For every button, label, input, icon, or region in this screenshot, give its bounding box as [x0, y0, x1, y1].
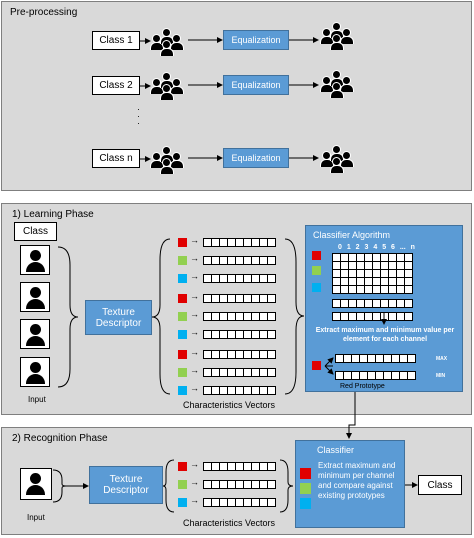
feature-vector — [332, 253, 413, 262]
input-label: Input — [28, 395, 46, 404]
person-icon — [20, 319, 50, 349]
arrow-icon: → — [190, 347, 199, 357]
red-channel-square — [178, 462, 187, 471]
green-channel-square — [312, 266, 321, 275]
arrow-icon: → — [190, 477, 199, 487]
blue-channel-square — [178, 274, 187, 283]
column-indices: 0 1 2 3 4 5 6 ... n — [338, 244, 415, 251]
red-channel-square — [178, 294, 187, 303]
blue-channel-square — [178, 386, 187, 395]
feature-vector — [203, 498, 276, 507]
equalization-box-1: Equalization — [223, 30, 289, 50]
blue-channel-square — [178, 498, 187, 507]
green-channel-square — [178, 480, 187, 489]
green-channel-square — [178, 368, 187, 377]
people-group-icon — [320, 68, 356, 98]
arrow-icon: → — [190, 291, 199, 301]
classifier-algorithm-box — [305, 225, 463, 392]
arrow-icon: → — [190, 365, 199, 375]
feature-vector — [203, 350, 276, 359]
class-2-label: Class 2 — [92, 76, 140, 95]
person-icon — [20, 282, 50, 312]
red-prototype-label: Red Prototype — [340, 383, 385, 390]
arrow-icon: → — [190, 327, 199, 337]
arrow-icon: → — [190, 383, 199, 393]
arrow-icon: → — [190, 271, 199, 281]
feature-vector — [332, 285, 413, 294]
classifier-box — [295, 440, 405, 528]
max-vector — [335, 354, 416, 363]
extract-maxmin-text: Extract maximum and minimum value per el… — [315, 327, 455, 343]
green-channel-square — [178, 256, 187, 265]
person-icon — [20, 468, 52, 500]
green-channel-square — [300, 483, 311, 494]
feature-vector — [203, 480, 276, 489]
recognition-texture-descriptor-box: Texture Descriptor — [89, 466, 163, 504]
ellipsis-dots: ··· — [137, 104, 140, 128]
max-label: MAX — [436, 356, 448, 362]
output-class-label: Class — [418, 475, 462, 495]
arrow-icon: → — [190, 495, 199, 505]
equalization-box-2: Equalization — [223, 75, 289, 95]
arrow-icon: → — [190, 459, 199, 469]
recognition-input-label: Input — [27, 513, 45, 522]
texture-descriptor-box: Texture Descriptor — [85, 300, 152, 335]
recognition-phase-title: 2) Recognition Phase — [12, 433, 108, 444]
characteristics-vectors-label: Characteristics Vectors — [183, 400, 276, 410]
green-channel-square — [178, 312, 187, 321]
min-vector — [335, 371, 416, 380]
feature-vector — [203, 462, 276, 471]
classifier-algorithm-title: Classifier Algorithm — [313, 230, 391, 240]
feature-vector — [203, 256, 276, 265]
people-group-icon — [320, 143, 356, 173]
feature-vector — [332, 269, 413, 278]
feature-vector — [203, 294, 276, 303]
person-icon — [20, 245, 50, 275]
classifier-title: Classifier — [317, 445, 355, 455]
blue-channel-square — [300, 498, 311, 509]
feature-vector — [203, 386, 276, 395]
person-icon — [20, 357, 50, 387]
feature-vector — [332, 277, 413, 286]
learning-phase-title: 1) Learning Phase — [12, 209, 94, 220]
people-group-icon — [320, 20, 356, 50]
class-n-label: Class n — [92, 149, 140, 168]
red-channel-square — [178, 238, 187, 247]
blue-channel-square — [178, 330, 187, 339]
min-label: MIN — [436, 373, 446, 379]
people-group-icon — [150, 70, 186, 100]
arrow-icon: → — [190, 235, 199, 245]
feature-vector — [203, 274, 276, 283]
feature-vector — [203, 330, 276, 339]
blue-channel-square — [312, 283, 321, 292]
red-channel-square — [312, 251, 321, 260]
feature-vector — [203, 368, 276, 377]
feature-vector — [332, 299, 413, 308]
red-channel-square — [178, 350, 187, 359]
feature-vector — [203, 312, 276, 321]
preprocessing-title: Pre-processing — [10, 7, 78, 18]
recognition-characteristics-vectors-label: Characteristics Vectors — [183, 518, 276, 528]
people-group-icon — [150, 26, 186, 56]
red-channel-square — [300, 468, 311, 479]
classifier-description: Extract maximum and minimum per channel … — [318, 461, 396, 500]
class-label: Class — [14, 222, 57, 241]
arrow-icon: → — [190, 253, 199, 263]
people-group-icon — [150, 144, 186, 174]
feature-vector — [203, 238, 276, 247]
red-channel-square — [312, 361, 321, 370]
equalization-box-n: Equalization — [223, 148, 289, 168]
arrow-icon: → — [190, 309, 199, 319]
class-1-label: Class 1 — [92, 31, 140, 50]
